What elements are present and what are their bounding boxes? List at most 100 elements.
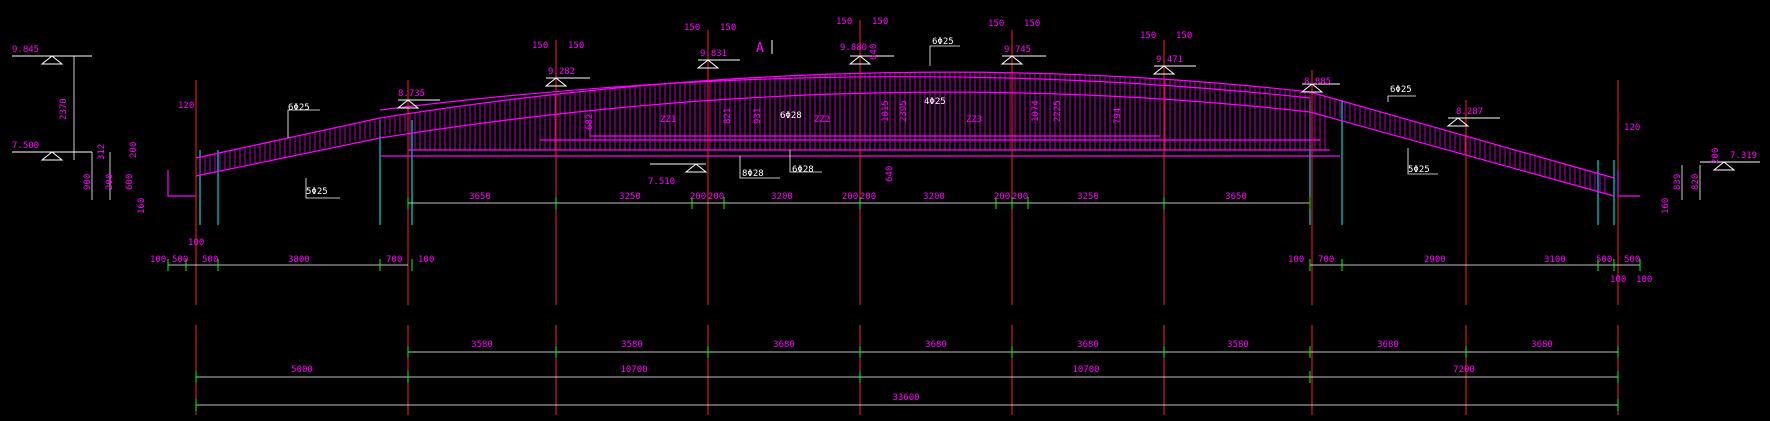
- arched-beam: [167, 71, 1640, 197]
- dim-150-h: 150: [1024, 19, 1040, 29]
- dim-312: 312: [97, 144, 107, 160]
- dim-100-e: 100: [1610, 275, 1626, 285]
- rebar-bottom-left: 5Φ25: [306, 187, 328, 197]
- elevation-far-right: 7.319: [1730, 151, 1757, 161]
- dimension-ticks: [167, 197, 1641, 411]
- span-row-1-label: 3650: [469, 192, 491, 202]
- dim-160: 160: [137, 198, 147, 214]
- span-row-3-label: 5000: [291, 365, 313, 375]
- span-total-label: 33600: [892, 393, 919, 403]
- span-row-3-label: 10700: [1072, 365, 1099, 375]
- span-row-1-label: 3200: [771, 192, 793, 202]
- span-row-1-label: 3250: [619, 192, 641, 202]
- dim-2370: 2370: [59, 98, 69, 120]
- rebar-mid-a: 6Φ28: [780, 111, 802, 121]
- dim-839: 839: [1673, 174, 1683, 190]
- label-zz2: ZZ2: [814, 115, 830, 125]
- elevation-right-support: 8.885: [1304, 77, 1331, 87]
- elevation-left-support: 8.735: [398, 89, 425, 99]
- rebar-bottom-right: 5Φ25: [1408, 165, 1430, 175]
- span-row-2-label: 3580: [1227, 340, 1249, 350]
- dim-1074: 1074: [1031, 100, 1041, 122]
- rebar-low-b: 6Φ28: [792, 165, 814, 175]
- span-row-2-label: 3580: [621, 340, 643, 350]
- dim-1015: 1015: [881, 100, 891, 122]
- dim-100-a: 100: [188, 238, 204, 248]
- rebar-low-a: 8Φ28: [742, 169, 764, 179]
- label-zz3: ZZ3: [966, 115, 982, 125]
- section-mark: A: [756, 41, 764, 56]
- dim-640-bottom: 640: [885, 166, 895, 182]
- elevation-e3: 9.880: [840, 43, 867, 53]
- dim-150-g: 150: [988, 19, 1004, 29]
- elevation-e5: 9.471: [1156, 55, 1183, 65]
- rebar-top-right: 6Φ25: [1390, 85, 1412, 95]
- dim-900: 900: [83, 174, 93, 190]
- span-row-1-label: 200: [708, 192, 724, 202]
- dim-821: 821: [723, 108, 733, 124]
- rebar-top-left: 6Φ25: [288, 103, 310, 113]
- span-row-1-label: 3250: [1077, 192, 1099, 202]
- elevation-e1: 9.282: [548, 67, 575, 77]
- dim-100-c: 100: [418, 255, 434, 265]
- span-row-1-label: 200: [690, 192, 706, 202]
- dim-100-b: 100: [150, 255, 166, 265]
- span-row-2-label: 3680: [925, 340, 947, 350]
- rebar-top-center: 6Φ25: [932, 37, 954, 47]
- span-row-2-label: 3680: [1377, 340, 1399, 350]
- span-row-3-label: 10700: [620, 365, 647, 375]
- grid-axes: [195, 20, 1619, 415]
- span-row-2-label: 3580: [471, 340, 493, 350]
- span-row-3-label: 7200: [1453, 365, 1475, 375]
- dimension-rows: [168, 202, 1640, 406]
- elevation-bottom-mid: 7.510: [648, 177, 675, 187]
- dim-3800: 3800: [288, 255, 310, 265]
- dim-700-right: 700: [1318, 255, 1334, 265]
- elevation-markers: [12, 55, 1760, 173]
- label-zz1: ZZ1: [660, 115, 676, 125]
- dim-600: 600: [125, 174, 135, 190]
- span-row-2-label: 3680: [773, 340, 795, 350]
- vertical-dims: [73, 56, 1701, 200]
- dim-150-b: 150: [720, 23, 736, 33]
- dim-820: 820: [1691, 174, 1701, 190]
- elevation-e4: 9.745: [1004, 45, 1031, 55]
- rebar-mid-b: 4Φ25: [924, 97, 946, 107]
- dim-100-f: 100: [1636, 275, 1652, 285]
- span-row-2-label: 3680: [1077, 340, 1099, 350]
- span-row-2-label: 3680: [1531, 340, 1553, 350]
- dim-150-e: 150: [836, 17, 852, 27]
- dim-3100: 3100: [1544, 255, 1566, 265]
- dim-700-left: 700: [386, 255, 402, 265]
- dim-200-right: 200: [1711, 148, 1721, 164]
- span-row-1-label: 200: [842, 192, 858, 202]
- dim-2225: 2225: [1053, 100, 1063, 122]
- dim-150-f: 150: [872, 17, 888, 27]
- dim-150-c: 150: [532, 41, 548, 51]
- dim-150-a: 150: [684, 23, 700, 33]
- elevation-far-left-low: 7.500: [12, 141, 39, 151]
- dim-682: 682: [585, 114, 595, 130]
- dim-160-right: 160: [1661, 198, 1671, 214]
- dim-200-b: 200: [105, 174, 115, 190]
- span-row-1-label: 200: [860, 192, 876, 202]
- dim-500-right: 500: [1596, 255, 1612, 265]
- elevation-far-left-top: 9.845: [12, 45, 39, 55]
- dim-2395: 2395: [899, 100, 909, 122]
- dim-2900: 2900: [1424, 255, 1446, 265]
- stirrups: [199, 72, 1606, 194]
- labels: 9.845 7.500 8.735 9.282 9.831 9.880 9.74…: [12, 17, 1757, 285]
- elevation-right-mid: 8.287: [1456, 107, 1483, 117]
- elevation-e2: 9.831: [700, 49, 727, 59]
- dim-500-left-b: 500: [202, 255, 218, 265]
- dim-200-left: 200: [129, 142, 139, 158]
- dim-120-left: 120: [178, 101, 194, 111]
- dim-150-d: 150: [568, 41, 584, 51]
- dim-100-d: 100: [1288, 255, 1304, 265]
- dim-640-top: 640: [869, 44, 879, 60]
- dim-794: 794: [1113, 108, 1123, 124]
- dim-120-right: 120: [1624, 123, 1640, 133]
- dim-150-j: 150: [1176, 31, 1192, 41]
